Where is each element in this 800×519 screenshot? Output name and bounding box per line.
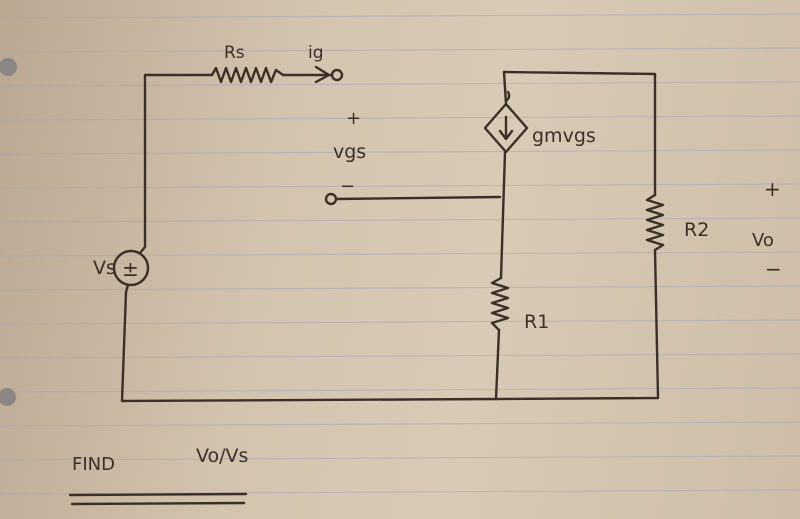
binder-hole-top — [0, 58, 17, 76]
dependent-source-arrow — [498, 115, 514, 141]
label-vs: Vs — [93, 257, 116, 279]
right-network-wires — [494, 70, 660, 401]
vs-bottom-lead — [124, 283, 130, 294]
source-wire — [334, 195, 502, 201]
junction-tick — [504, 90, 511, 103]
resistor-rs — [210, 66, 285, 84]
label-vo: Vo — [752, 230, 774, 251]
label-vo-minus: − — [765, 257, 782, 281]
label-vgs: vgs — [333, 141, 366, 163]
find-expression: Vo/Vs — [196, 445, 248, 467]
label-r1: R1 — [524, 311, 549, 333]
source-terminal — [324, 192, 338, 206]
label-r2: R2 — [684, 219, 709, 241]
label-vgs-minus: − — [340, 176, 355, 197]
vs-top-lead — [138, 245, 147, 255]
source-polarity-symbol: ± — [122, 257, 139, 281]
dependent-current-source — [483, 102, 529, 154]
label-vgs-plus: + — [346, 108, 361, 129]
find-word: FIND — [72, 454, 115, 475]
resistor-r1 — [490, 276, 510, 332]
resistor-r2 — [645, 193, 665, 252]
gate-terminal — [330, 68, 344, 82]
ig-arrow — [314, 65, 331, 84]
label-ig: ig — [308, 43, 324, 63]
binder-hole-bottom — [0, 388, 16, 406]
find-underline — [68, 492, 248, 506]
left-loop-wires — [120, 73, 498, 403]
label-gmvgs: gmvgs — [532, 125, 596, 147]
ruled-lines — [0, 13, 800, 495]
voltage-source-vs — [112, 249, 150, 287]
label-rs: Rs — [224, 43, 245, 63]
label-vo-plus: + — [764, 177, 781, 201]
